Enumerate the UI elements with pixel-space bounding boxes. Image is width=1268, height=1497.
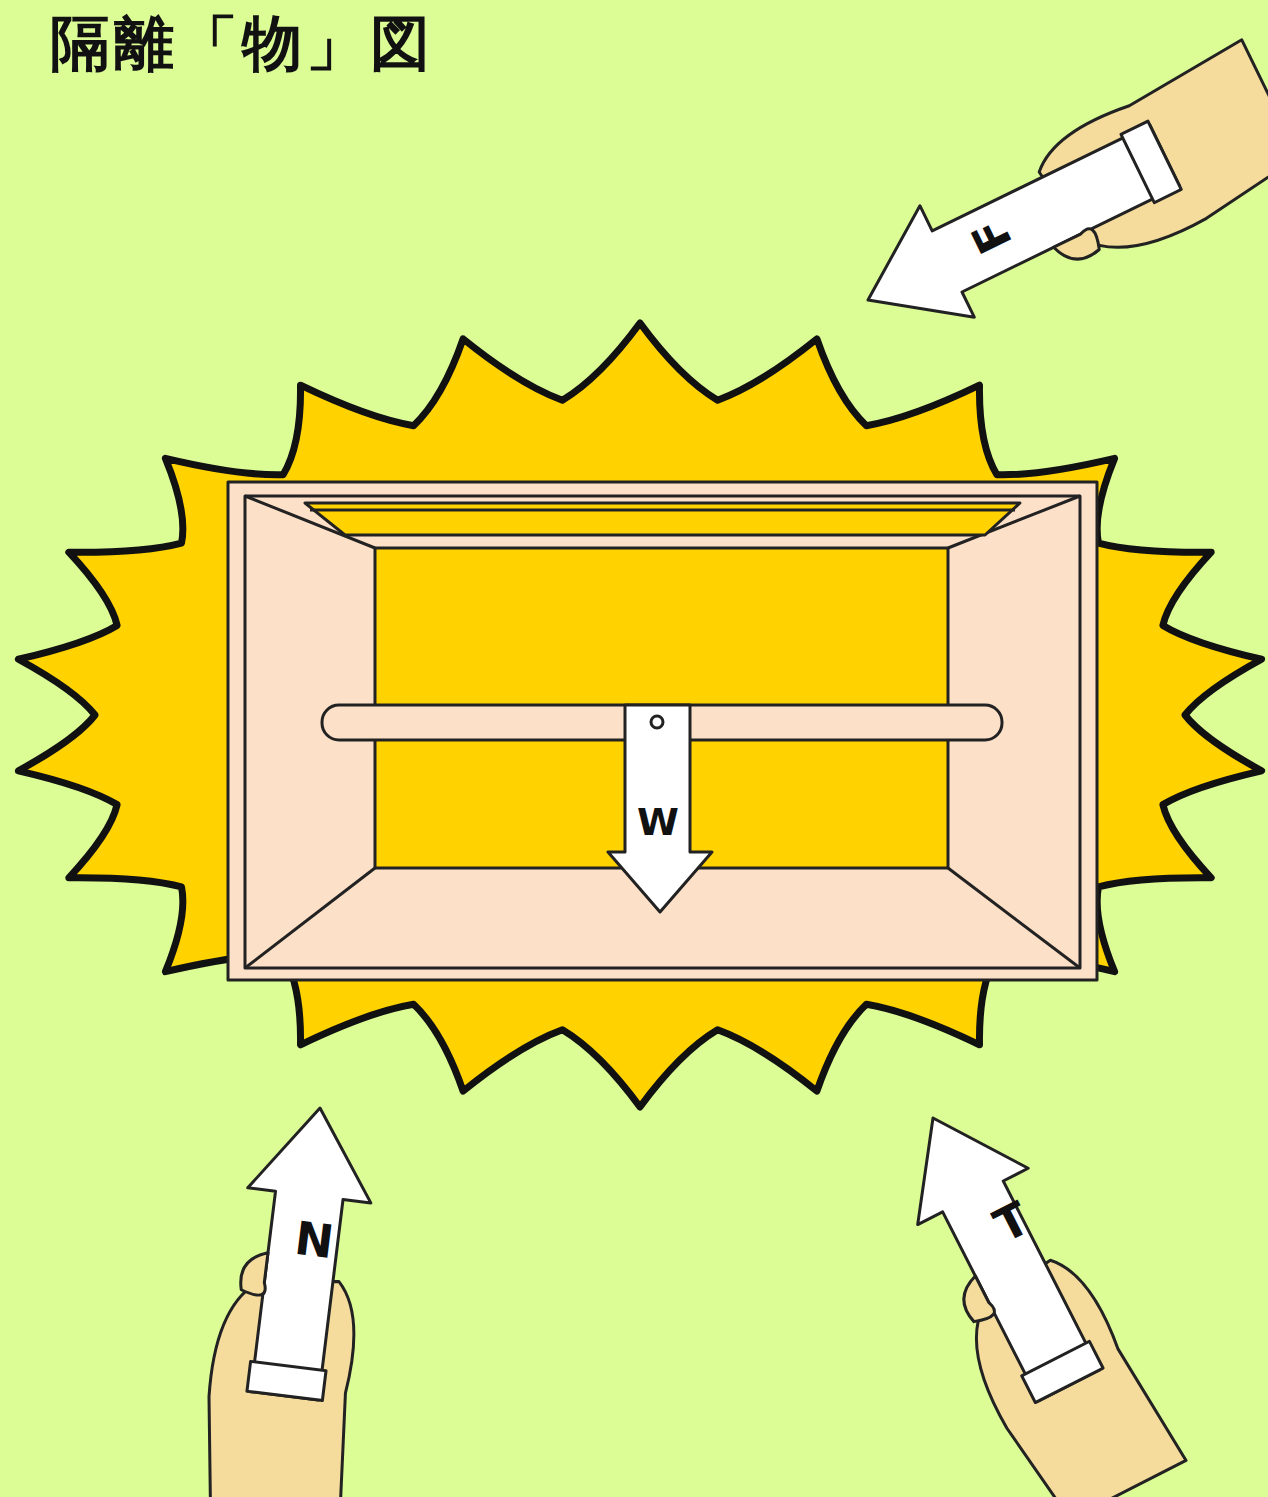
page-title: 隔離「物」図 <box>50 4 434 85</box>
held-force-arrow <box>866 1086 1186 1497</box>
force-label: N <box>292 1215 336 1265</box>
weight-arrow <box>608 705 712 912</box>
held-force-arrow <box>837 40 1268 368</box>
force-label: W <box>637 803 679 841</box>
starburst <box>18 323 1261 1107</box>
open-box <box>228 482 1097 980</box>
held-force-arrow <box>195 1099 389 1497</box>
